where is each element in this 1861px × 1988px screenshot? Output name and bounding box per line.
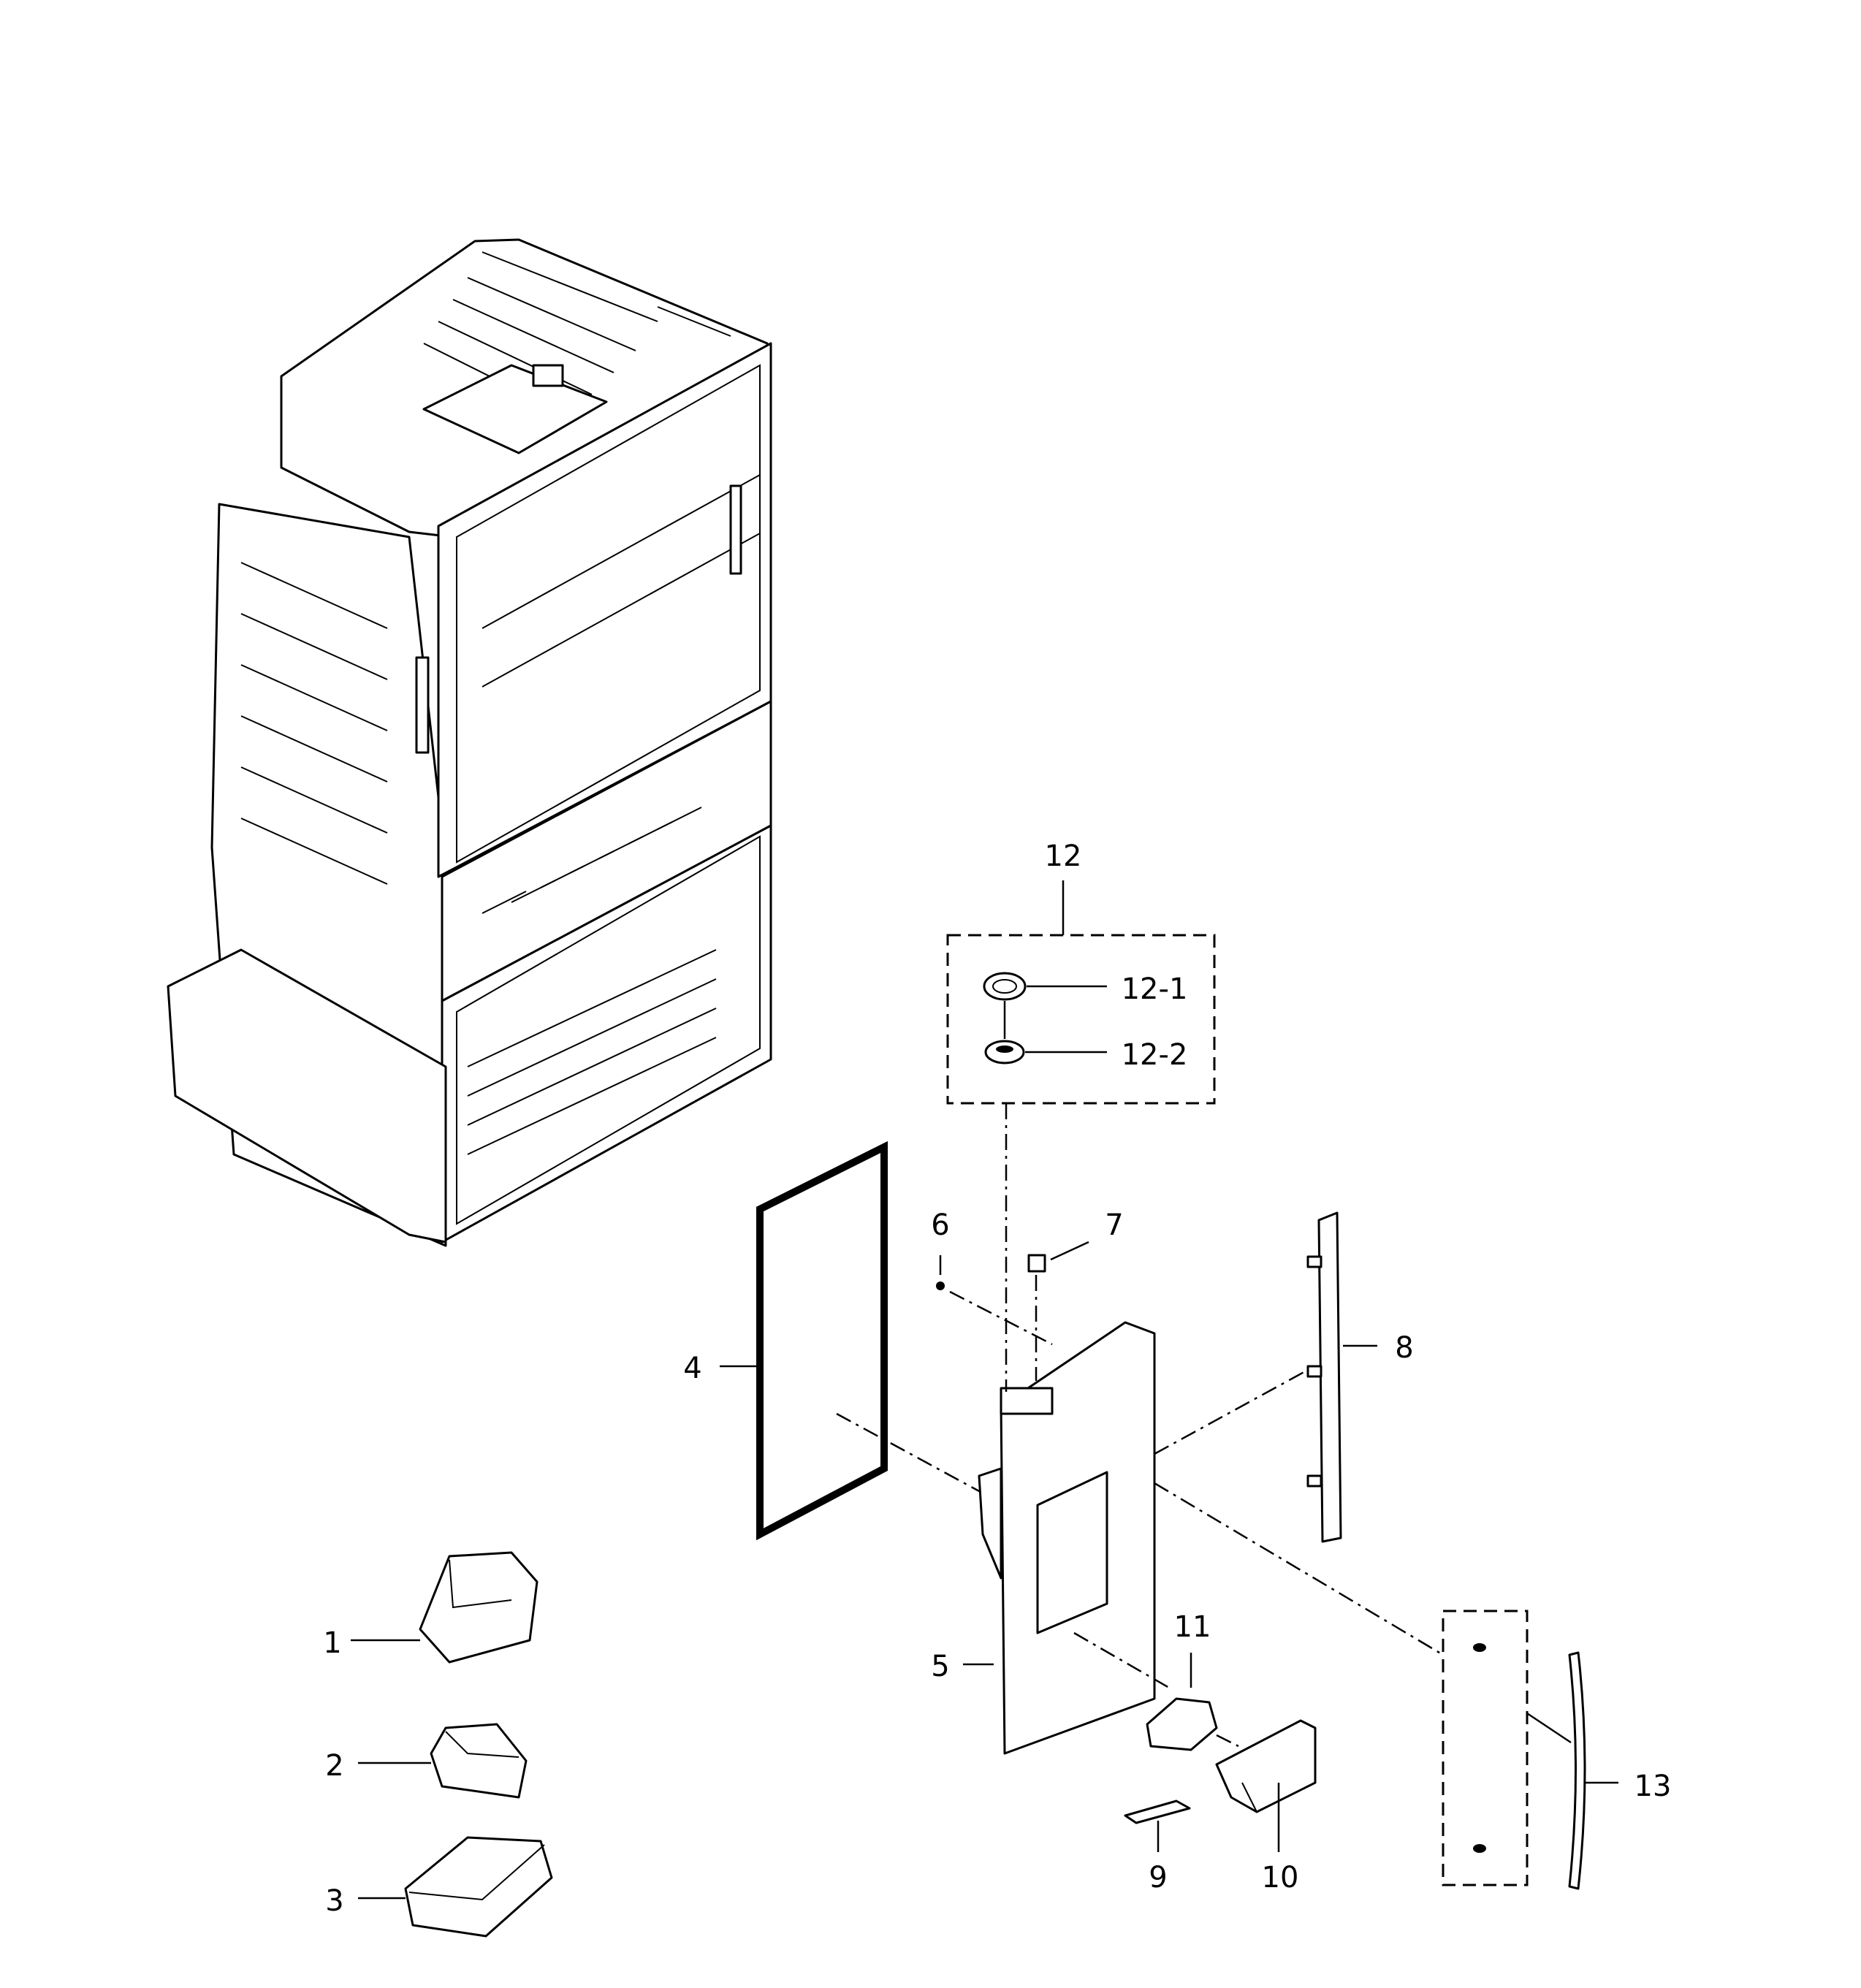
label-11: 11 <box>1174 1610 1211 1644</box>
part-12-cap-assembly: 12 12-1 12-2 <box>946 839 1216 1392</box>
label-12: 12 <box>1045 839 1082 873</box>
part-11-actuator: 11 <box>1146 1610 1239 1751</box>
label-1: 1 <box>323 1626 341 1660</box>
label-3: 3 <box>325 1884 343 1918</box>
label-12-2: 12-2 <box>1122 1038 1188 1072</box>
label-13: 13 <box>1634 1770 1672 1803</box>
label-5: 5 <box>931 1650 949 1683</box>
part-8-side-trim: 8 <box>1154 1211 1414 1543</box>
label-4: 4 <box>683 1352 701 1385</box>
part-5-door: 5 <box>931 1321 1170 1755</box>
part-3-door-bin: 3 <box>325 1836 553 1938</box>
part-4-door-gasket: 4 <box>683 1140 1005 1541</box>
label-6: 6 <box>931 1208 949 1242</box>
part-1-door-bin: 1 <box>323 1551 538 1664</box>
refrigerator-cabinet <box>167 238 772 1247</box>
label-10: 10 <box>1262 1861 1299 1894</box>
part-9-clip: 9 <box>1124 1800 1191 1894</box>
part-7-hinge-clip: 7 <box>1027 1208 1124 1381</box>
part-6-screw: 6 <box>931 1208 1053 1346</box>
part-2-door-bin: 2 <box>325 1723 528 1799</box>
part-10-cover: 10 <box>1215 1719 1317 1894</box>
label-8: 8 <box>1395 1331 1413 1365</box>
part-13-handle: 13 <box>1154 1482 1672 1890</box>
label-12-1: 12-1 <box>1122 972 1188 1006</box>
label-9: 9 <box>1149 1861 1167 1894</box>
label-2: 2 <box>325 1749 343 1783</box>
label-7: 7 <box>1105 1208 1123 1242</box>
